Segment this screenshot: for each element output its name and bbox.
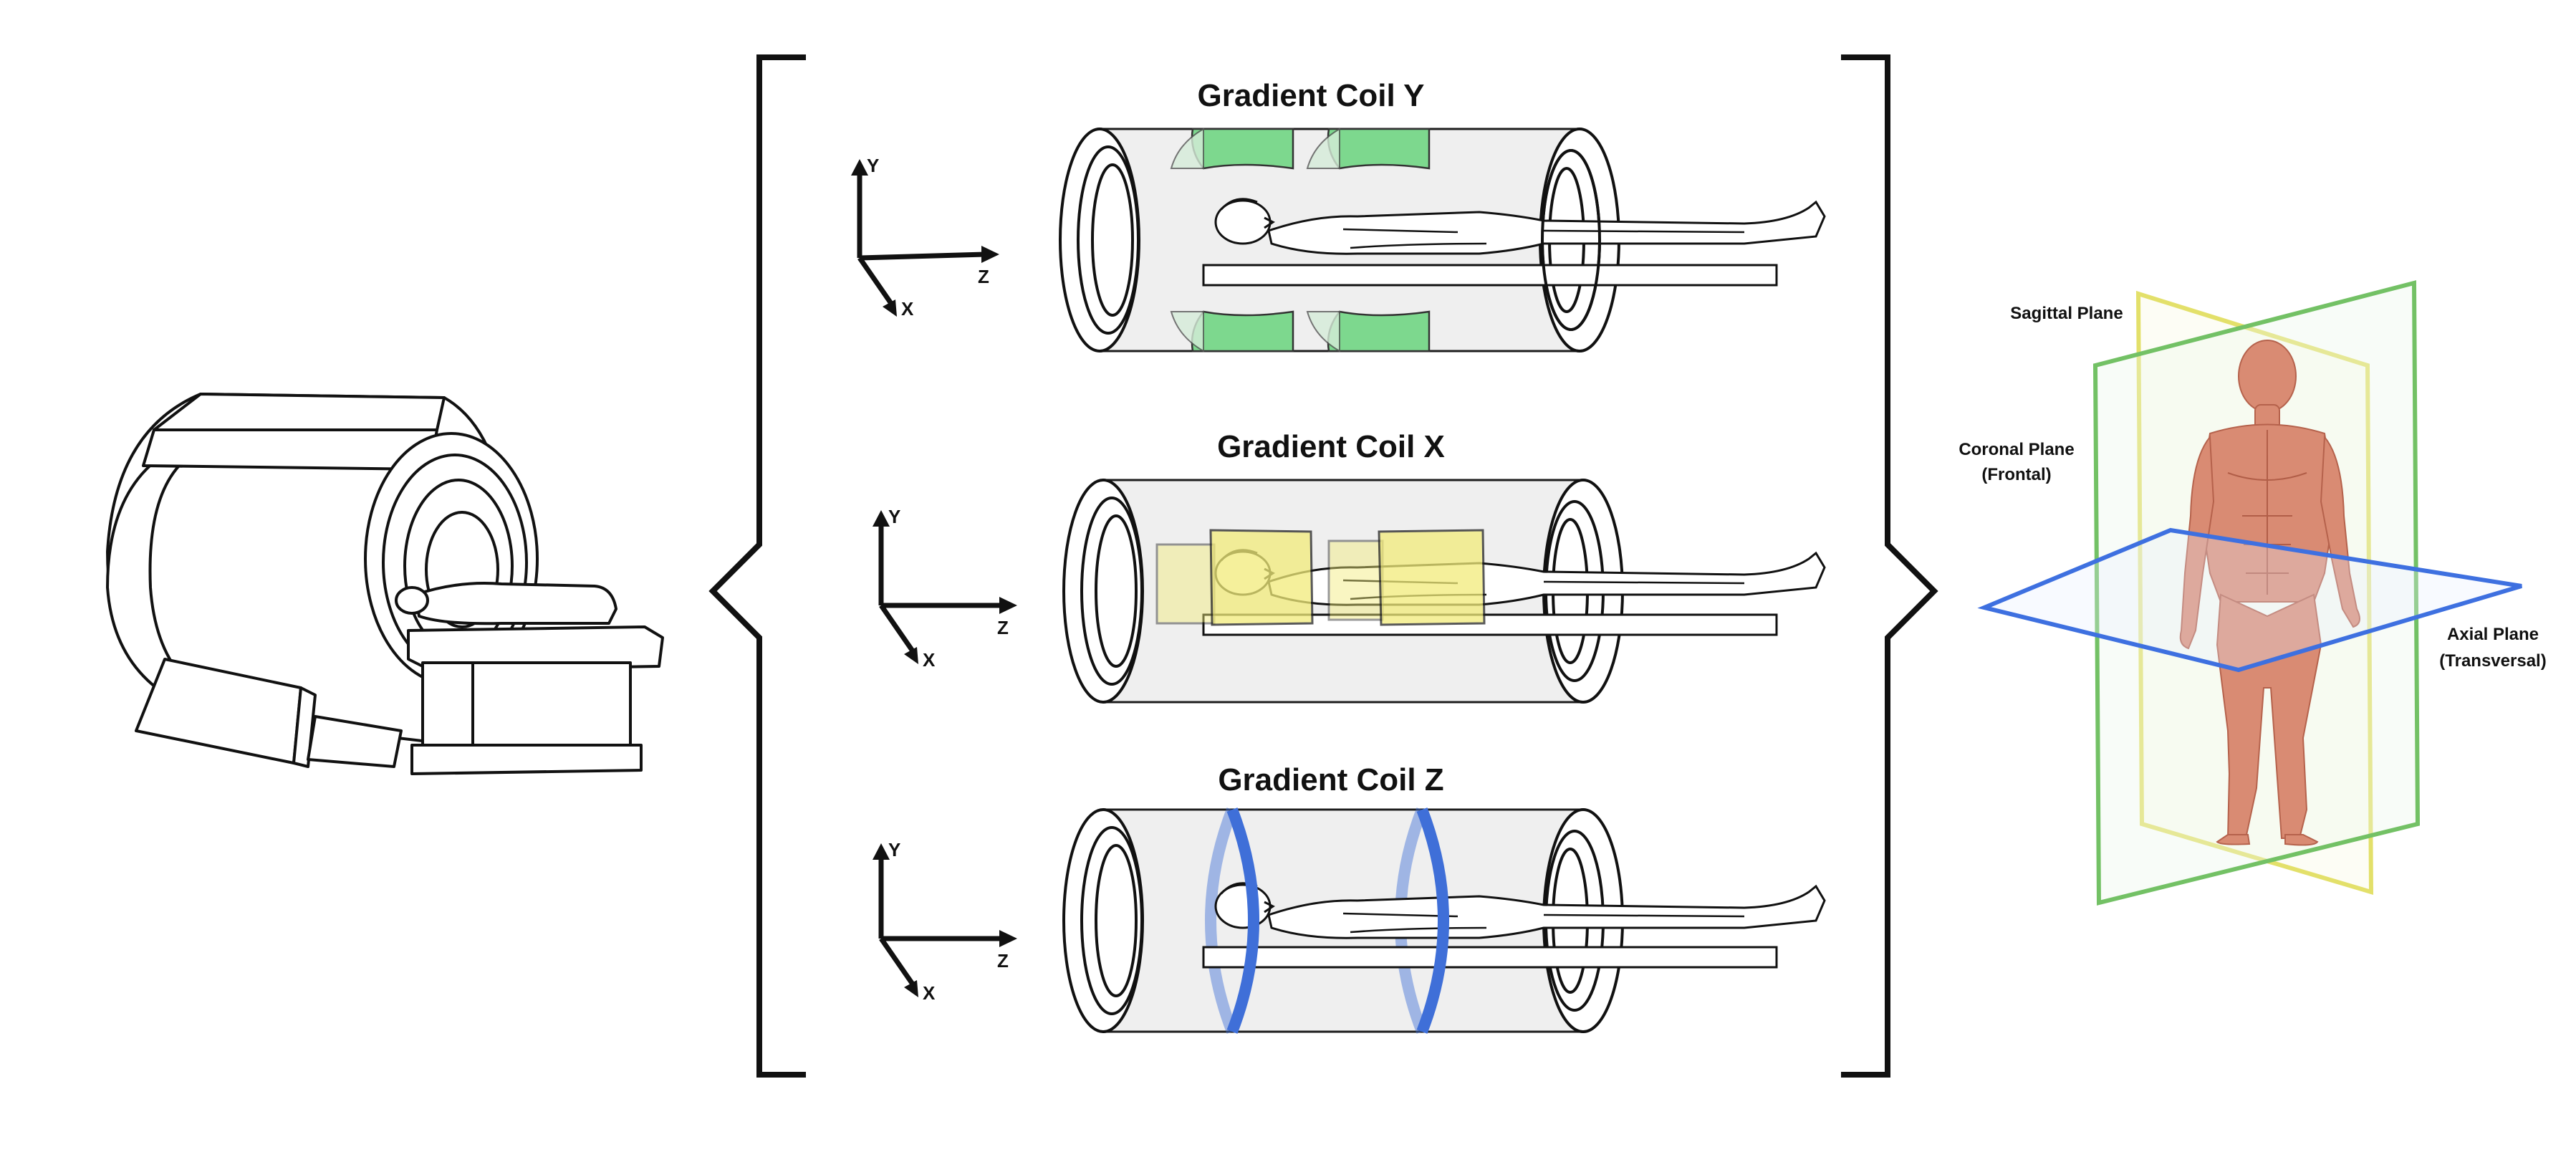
right-bracket (1841, 54, 1938, 1078)
axial-plane (1977, 527, 2522, 673)
axis-label-x: X (901, 298, 914, 320)
axial-plane-label: Axial Plane (2447, 625, 2539, 644)
axis-label-x: X (923, 649, 936, 671)
coil-x-panel: Y Z X (873, 479, 1826, 704)
coronal-plane-label: Coronal Plane (1959, 440, 2074, 459)
axis-label-x: X (923, 982, 936, 1004)
human-anatomy-icon (2179, 340, 2360, 846)
mri-scanner-icon (106, 393, 664, 775)
axis-label-y: Y (867, 155, 879, 176)
axis-triad (873, 510, 1017, 664)
axis-label-z: Z (997, 617, 1009, 638)
axial-plane-label: (Transversal) (2439, 651, 2546, 671)
anatomical-planes (1977, 280, 2522, 906)
axis-label-y: Y (888, 506, 900, 527)
axis-label-z: Z (997, 950, 1009, 972)
axis-triad (873, 843, 1017, 997)
axis-label-y: Y (888, 839, 900, 860)
axis-label-z: Z (978, 266, 989, 287)
panel-title: Gradient Coil X (1217, 429, 1445, 464)
left-bracket (708, 54, 806, 1078)
axis-triad (851, 159, 999, 317)
coronal-plane-label: (Frontal) (1981, 465, 2051, 484)
gradient-coil-z (1226, 807, 1449, 1034)
panel-title: Gradient Coil Z (1218, 762, 1443, 797)
panel-title: Gradient Coil Y (1197, 78, 1424, 113)
gradient-coil-x (1155, 529, 1486, 626)
coil-y-panel: Y Z X (851, 128, 1826, 352)
sagittal-plane-label: Sagittal Plane (2010, 304, 2123, 323)
coil-z-panel: Y Z X (873, 807, 1826, 1034)
